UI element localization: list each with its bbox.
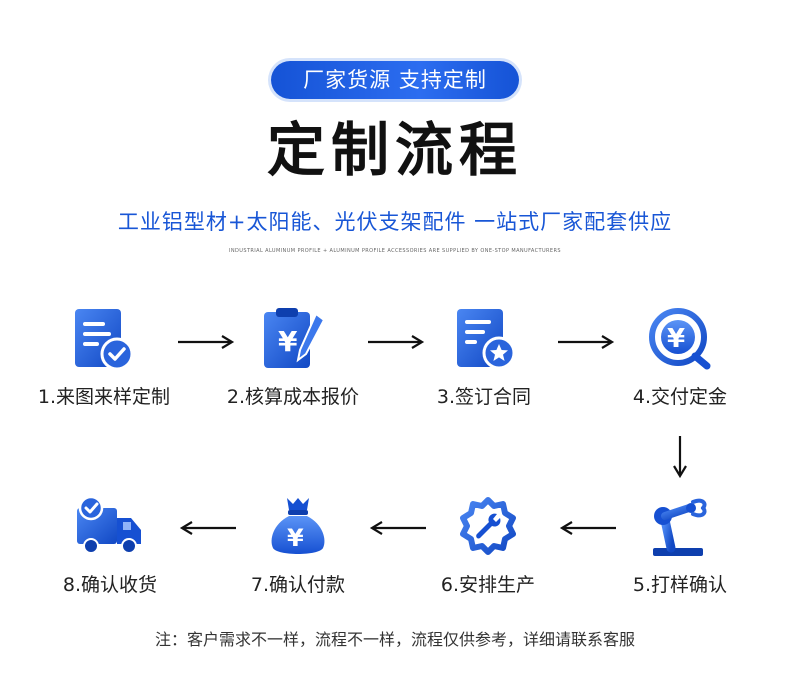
header-badge: 厂家货源 支持定制	[271, 61, 519, 99]
arrow-7-to-8	[179, 521, 236, 535]
step-7: ¥ 7.确认付款	[198, 494, 398, 598]
bag-yen-glyph: ¥	[287, 524, 304, 552]
page-title: 定制流程	[266, 116, 523, 184]
gear-wrench-icon	[460, 497, 516, 555]
arrow-2-to-3	[368, 335, 425, 349]
step-8: 8.确认收货	[10, 494, 210, 598]
document-check-icon	[75, 309, 134, 371]
delivery-truck-icon	[77, 495, 141, 554]
yen-coin-icon: ¥	[649, 308, 711, 370]
arrow-1-to-2	[178, 335, 235, 349]
arrow-3-to-4	[558, 335, 615, 349]
clipboard-yen-glyph: ¥	[278, 325, 298, 358]
step-8-label: 8.确认收货	[62, 574, 158, 596]
clipboard-yen-icon: ¥	[264, 308, 326, 368]
step-5-label: 5.打样确认	[632, 574, 728, 596]
step-7-label: 7.确认付款	[250, 574, 346, 596]
step-4: ¥ 4.交付定金	[580, 306, 780, 410]
coin-yen-glyph: ¥	[667, 324, 685, 354]
contract-star-icon	[457, 309, 516, 370]
step-2: ¥ 2.核算成本报价	[193, 306, 393, 410]
footer-note: 注：客户需求不一样，流程不一样，流程仅供参考，详细请联系客服	[154, 630, 635, 649]
arrow-5-to-6	[559, 521, 616, 535]
money-bag-icon: ¥	[271, 498, 325, 554]
page-subtitle: 工业铝型材+太阳能、光伏支架配件 一站式厂家配套供应	[117, 210, 673, 234]
step-3-label: 3.签订合同	[436, 386, 532, 408]
step-1-label: 1.来图来样定制	[37, 386, 171, 408]
step-5: 5.打样确认	[580, 494, 780, 598]
step-4-label: 4.交付定金	[632, 386, 728, 408]
step-3: 3.签订合同	[384, 306, 584, 410]
arrow-6-to-7	[369, 521, 426, 535]
step-6: 6.安排生产	[388, 494, 588, 598]
robot-arm-icon	[653, 498, 707, 556]
page-subtitle-english: INDUSTRIAL ALUMINUM PROFILE + ALUMINUM P…	[229, 248, 561, 254]
step-2-label: 2.核算成本报价	[226, 386, 360, 408]
step-6-label: 6.安排生产	[440, 574, 536, 596]
step-1: 1.来图来样定制	[4, 306, 204, 410]
arrow-4-to-5	[673, 436, 687, 479]
